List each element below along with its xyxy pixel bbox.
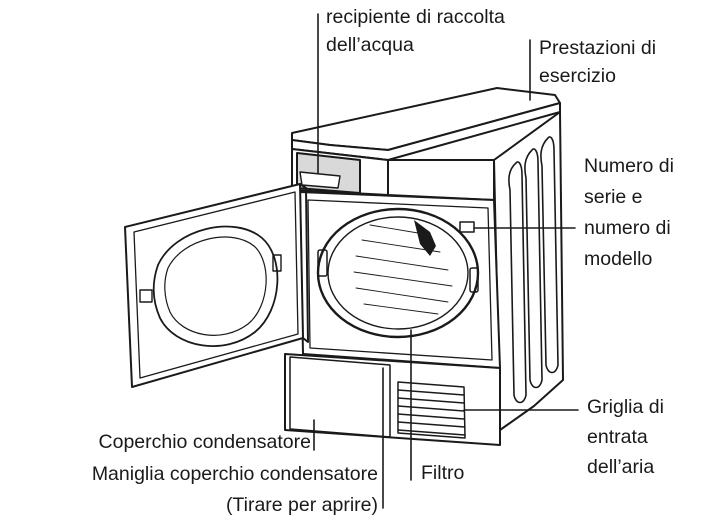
label-filter-text: Filtro	[421, 462, 465, 484]
base-panel	[284, 353, 501, 446]
label-performance-line-1: Prestazioni di	[539, 37, 657, 59]
label-performance: Prestazioni di esercizio	[539, 34, 656, 90]
label-water-container-line-1: recipiente di raccolta	[326, 6, 505, 28]
dryer-cabinet	[284, 87, 564, 446]
serial-plate	[459, 221, 475, 233]
label-air-grid-line-2: entrata	[587, 426, 648, 448]
condenser-cover	[289, 356, 391, 438]
side-rib-1	[508, 161, 527, 404]
label-serial-line-1: Numero di	[584, 155, 674, 177]
label-performance-line-2: esercizio	[539, 65, 616, 87]
label-condenser-cover: Coperchio condensatore	[99, 428, 311, 456]
label-serial-line-2: serie e	[584, 186, 643, 208]
label-condenser-handle-line-1: Maniglia coperchio condensatore	[91, 463, 378, 485]
label-air-grid-line-3: dell’aria	[587, 456, 655, 478]
label-condenser-handle: Maniglia coperchio condensatore (Tirare …	[92, 459, 378, 521]
side-rib-3	[540, 136, 559, 374]
label-air-grid-line-1: Griglia di	[587, 396, 664, 418]
label-filter: Filtro	[421, 459, 464, 487]
label-condenser-handle-line-2: (Tirare per aprire)	[225, 494, 378, 516]
label-serial: Numero di serie e numero di modello	[584, 151, 674, 275]
label-water-container: recipiente di raccolta dell’acqua	[326, 3, 505, 59]
leader-lines	[313, 13, 579, 509]
label-serial-line-4: modello	[584, 248, 653, 270]
side-rib-2	[524, 148, 543, 389]
open-door	[124, 183, 309, 388]
label-serial-line-3: numero di	[584, 217, 671, 239]
label-condenser-cover-text: Coperchio condensatore	[98, 431, 311, 453]
label-air-grid: Griglia di entrata dell’aria	[587, 392, 664, 482]
label-water-container-line-2: dell’acqua	[326, 34, 414, 56]
air-intake-grille	[397, 381, 466, 439]
door-window	[152, 225, 279, 347]
